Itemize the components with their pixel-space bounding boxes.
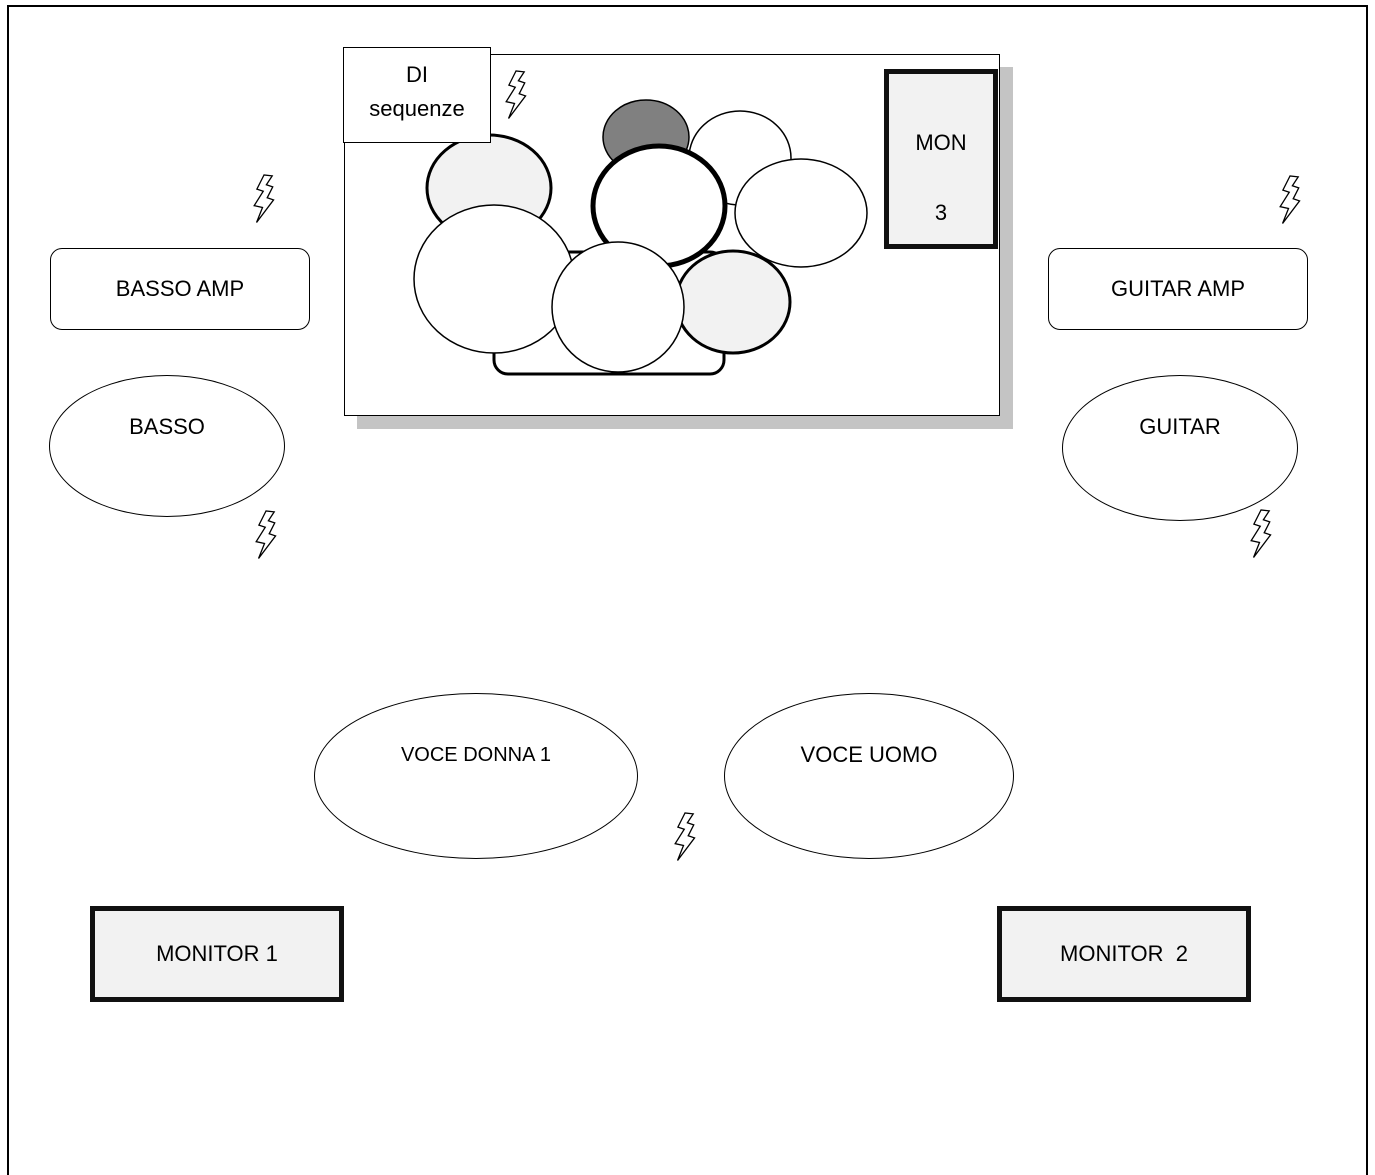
basso-amp-box: BASSO AMP bbox=[50, 248, 310, 330]
guitar-amp-box: GUITAR AMP bbox=[1048, 248, 1308, 330]
guitar-label: GUITAR bbox=[1139, 414, 1221, 439]
monitor-3-number: 3 bbox=[934, 200, 948, 225]
guitar-oval: GUITAR bbox=[1062, 375, 1298, 521]
basso-oval: BASSO bbox=[49, 375, 285, 517]
di-label: DI bbox=[406, 62, 428, 87]
monitor-2-label: MONITOR 2 bbox=[1060, 940, 1188, 966]
voce-donna-oval: VOCE DONNA 1 bbox=[314, 693, 638, 859]
monitor-3-box: MON 3 bbox=[884, 69, 998, 249]
voce-uomo-label: VOCE UOMO bbox=[800, 742, 938, 767]
stage-frame bbox=[7, 5, 1368, 1175]
di-sequenze-box: DI sequenze bbox=[343, 47, 491, 143]
monitor-1-label: MONITOR 1 bbox=[156, 940, 278, 966]
monitor-3-label: MON bbox=[915, 130, 967, 155]
basso-amp-label: BASSO AMP bbox=[115, 275, 245, 301]
basso-label: BASSO bbox=[129, 414, 205, 439]
sequenze-label: sequenze bbox=[369, 96, 465, 122]
voce-uomo-oval: VOCE UOMO bbox=[724, 693, 1014, 859]
monitor-2-box: MONITOR 2 bbox=[997, 906, 1251, 1002]
guitar-amp-label: GUITAR AMP bbox=[1110, 275, 1246, 301]
monitor-1-box: MONITOR 1 bbox=[90, 906, 344, 1002]
voce-donna-label: VOCE DONNA 1 bbox=[400, 744, 552, 766]
